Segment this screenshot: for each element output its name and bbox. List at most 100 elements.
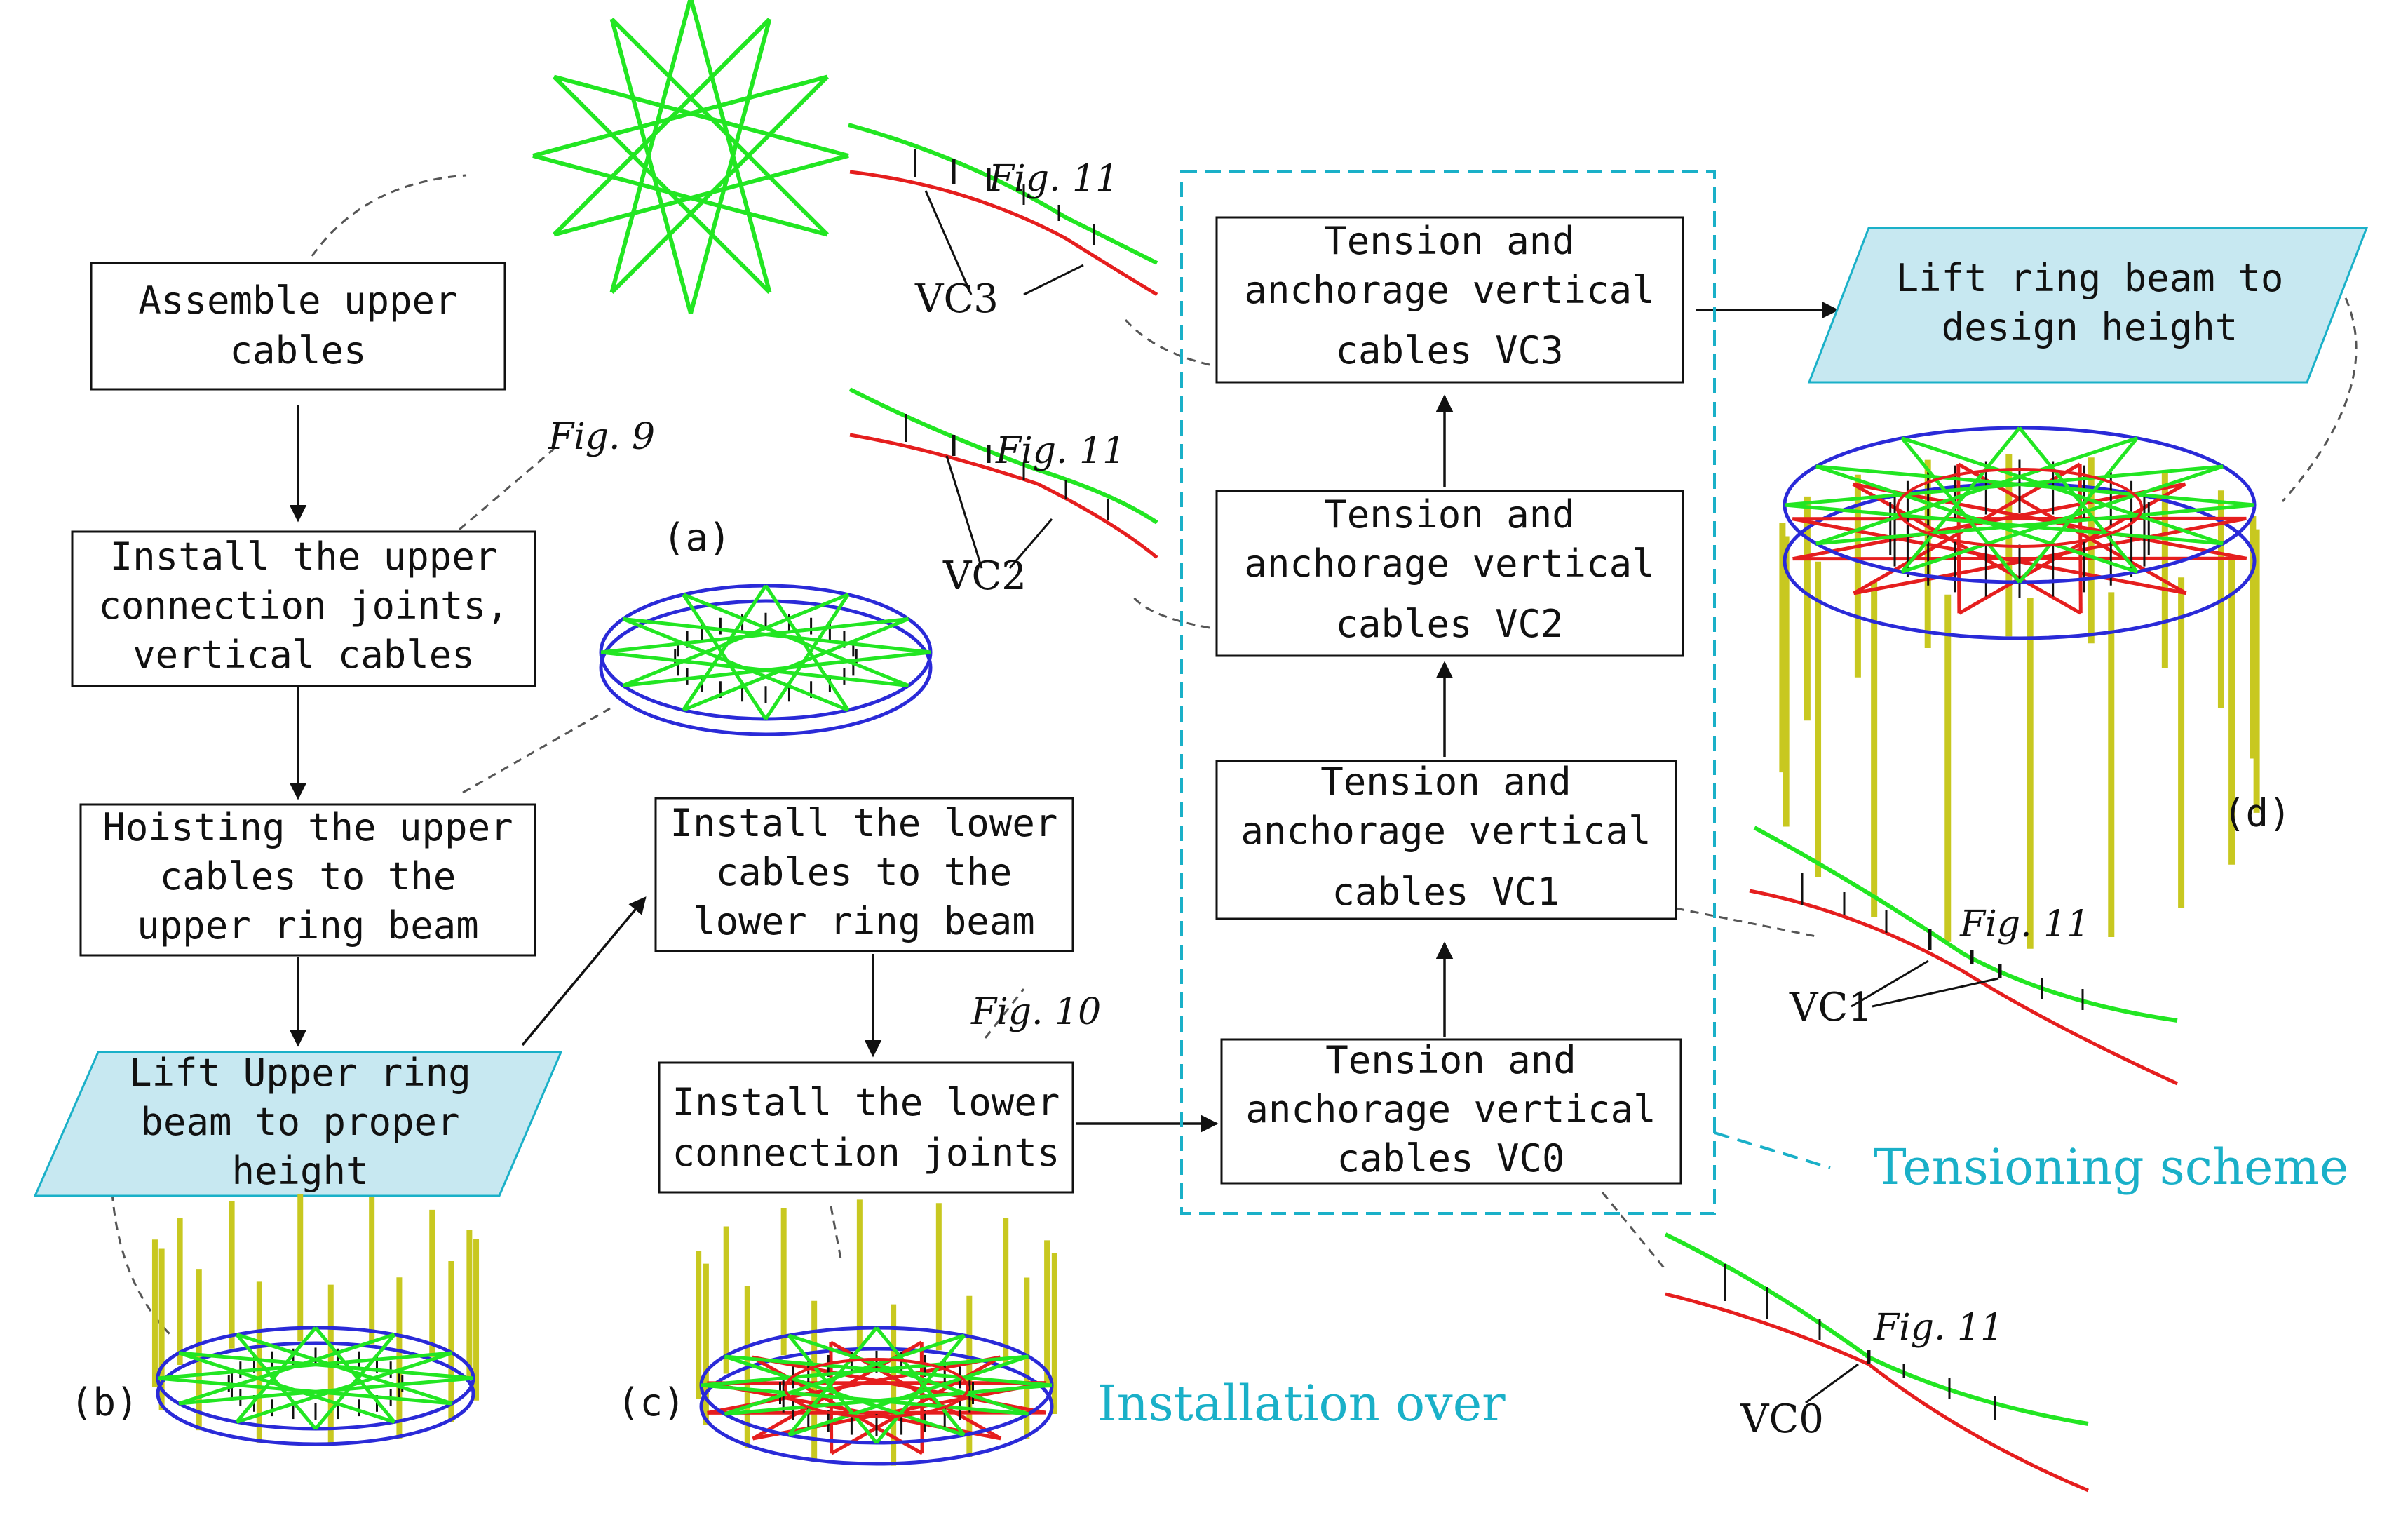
box-line: cables (229, 328, 366, 372)
arrow-lift-to-lower-cables (521, 896, 647, 1046)
label-pointer (1023, 264, 1084, 296)
upper-cable-segment (553, 75, 771, 294)
upper-cable-segment (623, 650, 931, 687)
leader-vc1-to-cable (1675, 907, 1817, 938)
upper-cable-line (848, 123, 1158, 265)
upper-cable-segment (689, 18, 772, 314)
upper-cable-segment (1784, 503, 2224, 546)
ring-structure-c (696, 1199, 1057, 1466)
ring-structure-a (599, 584, 933, 736)
label-pointer (1805, 1363, 1859, 1404)
box-line: cables to the (160, 854, 456, 898)
box-line: Tension and (1320, 760, 1571, 804)
upper-cable-segment (532, 154, 828, 237)
inner-ring (784, 1358, 969, 1418)
box-line: cables VC1 (1332, 870, 1560, 914)
lower-cable-line (849, 433, 1158, 559)
box-line: cables VC0 (1337, 1136, 1564, 1180)
upper-cable-segment (236, 1351, 453, 1424)
upper-cable-segment (532, 74, 828, 158)
upper-cable-segment (1815, 503, 2255, 546)
upper-cable-segment (623, 617, 931, 654)
upper-cable-segment (610, 18, 829, 236)
box-line: lower ring beam (693, 899, 1035, 943)
subfigure-label-b: (b) (70, 1380, 139, 1425)
box-line: vertical cables (133, 633, 475, 677)
box-tension-vc3: Tension and anchorage vertical cables VC… (1215, 216, 1684, 384)
tensioning-scheme-label: Tensioning scheme (1874, 1138, 2348, 1196)
fig11-label-vc2: Fig. 11 (995, 430, 1125, 472)
leader-hoisting-to-ring-a (462, 707, 611, 794)
upper-cable-segment (157, 1376, 453, 1406)
box-line: Tension and (1324, 219, 1575, 263)
upper-cable-segment (553, 74, 849, 158)
upper-cable-segment (235, 1326, 317, 1423)
upper-cable-segment (1815, 464, 2138, 574)
leader-fig9-to-install-upper (459, 447, 555, 531)
upper-cable-segment (724, 1354, 965, 1437)
upper-cable-segment (236, 1333, 453, 1406)
upper-cable-segment (157, 1351, 453, 1380)
vc0-label: VC0 (1740, 1396, 1824, 1442)
upper-cable-segment (600, 617, 909, 654)
label-pointer (1008, 518, 1053, 569)
lower-cable-segment (2078, 464, 2083, 614)
upper-cable-segment (788, 1333, 1029, 1416)
tensioning-scheme-frame (1180, 170, 1716, 1215)
flow-arrows (289, 301, 1839, 1133)
upper-cable-segment (724, 1383, 1053, 1416)
box-line: design height (1942, 305, 2238, 349)
lower-ring-beam (699, 1347, 1054, 1466)
label-pointer (924, 190, 973, 295)
upper-cable-segment (314, 1326, 396, 1423)
upper-cable-segment (178, 1351, 474, 1380)
vc3-label: VC3 (914, 276, 999, 322)
upper-cable-segment (235, 1333, 317, 1430)
lower-cable-line (1749, 889, 2179, 1086)
upper-cable-segment (622, 593, 849, 687)
upper-cable-segment (1900, 426, 2021, 573)
leader-joints-to-c (830, 1206, 843, 1263)
upper-cable-segment (553, 18, 771, 236)
label-pointer (1851, 959, 1929, 1008)
fig9-label: Fig. 9 (548, 416, 655, 458)
box-hoisting-upper-cables: Hoisting the upper cables to the upper r… (79, 803, 536, 957)
upper-cable-segment (1900, 437, 2021, 584)
lower-cable-segment (1958, 482, 2186, 615)
upper-cable-segment (701, 1354, 1029, 1387)
vc2-label: VC2 (942, 553, 1027, 599)
upper-cable-segment (1815, 464, 2255, 507)
label-pointer (1872, 977, 1999, 1008)
box-line: cables VC2 (1335, 602, 1563, 646)
lower-ring-beam (156, 1341, 475, 1446)
upper-cable-segment (178, 1333, 395, 1406)
box-line: anchorage vertical (1245, 1087, 1656, 1131)
upper-cable-segment (178, 1376, 474, 1406)
box-line: Lift ring beam to (1896, 256, 2284, 300)
lower-cable-line (849, 170, 1158, 297)
upper-cable-segment (609, 0, 693, 293)
leader-star-to-assemble (311, 174, 467, 257)
cable-detail-vc1 (1749, 826, 2179, 1086)
fig11-label-vc1: Fig. 11 (1959, 903, 2090, 945)
leader-vc2-to-cable (1131, 595, 1210, 629)
leader-vc0-to-cable (1601, 1192, 1667, 1270)
upper-cable-segment (2018, 426, 2139, 573)
fig11-label-vc3: Fig. 11 (988, 158, 1118, 200)
box-line: anchorage vertical (1244, 541, 1654, 586)
box-line: Install the upper (110, 534, 498, 579)
vc1-label: VC1 (1789, 985, 1873, 1030)
upper-cable-segment (787, 1326, 878, 1436)
box-tension-vc0: Tension and anchorage vertical cables VC… (1220, 1038, 1682, 1185)
box-line: anchorage vertical (1244, 268, 1654, 312)
box-lift-upper-ring-beam: Lift Upper ring beam to proper height (33, 1051, 563, 1197)
upper-cable-segment (553, 154, 849, 237)
box-line: connection joints, (98, 584, 508, 628)
box-lift-ring-beam-design: Lift ring beam to design height (1807, 227, 2369, 384)
upper-cable-segment (764, 584, 850, 711)
upper-cable-segment (600, 650, 909, 687)
box-line: Lift Upper ring (129, 1051, 471, 1095)
box-install-lower-cables: Install the lower cables to the lower ri… (654, 797, 1074, 952)
box-line: Install the lower (670, 801, 1058, 845)
